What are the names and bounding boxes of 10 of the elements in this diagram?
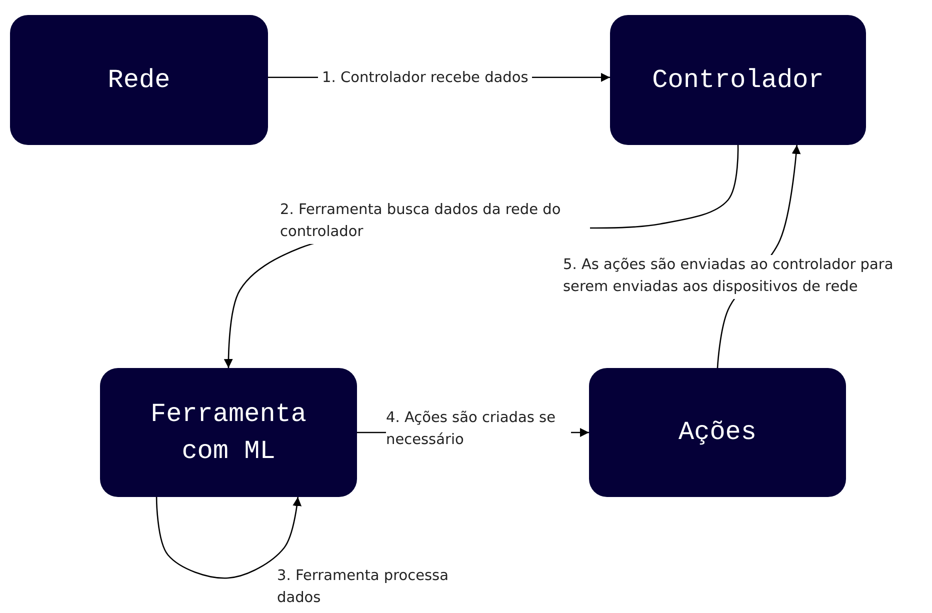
edge-label: 2. Ferramenta busca dados da rede do controlador [280, 200, 590, 244]
process-box [10, 15, 268, 145]
process-box [610, 15, 866, 145]
box-label: Ações [678, 416, 756, 450]
box-label: Ferramenta com ML [149, 398, 308, 468]
process-box [589, 368, 846, 497]
box-label: Controlador [652, 64, 824, 97]
box-label: Rede [108, 64, 170, 97]
process-box [100, 368, 357, 497]
arrow [156, 496, 302, 579]
